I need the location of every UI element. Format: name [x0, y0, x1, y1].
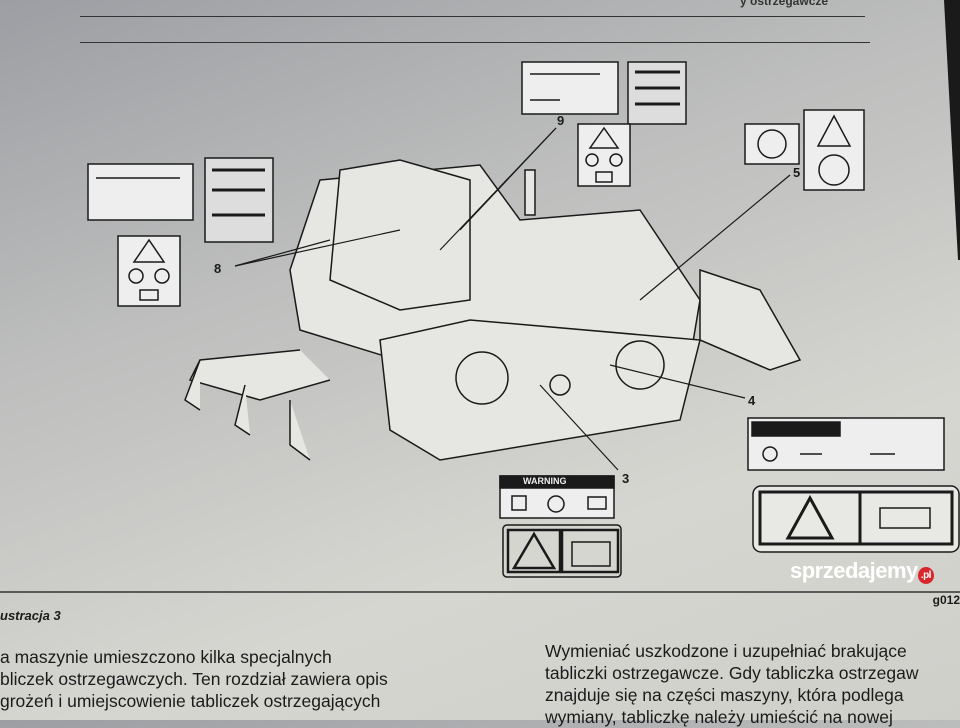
callout-8: 8 [214, 261, 222, 276]
label-decal-top-left [521, 61, 619, 115]
text-line: Wymieniać uszkodzone i uzupełniać brakuj… [545, 641, 907, 661]
callout-leaders [234, 127, 791, 471]
text-line: wymiany, tabliczkę należy umieścić na no… [545, 707, 893, 727]
label-warning-triangle-top [577, 123, 631, 187]
label-no-entry-right [744, 109, 865, 191]
watermark-text: sprzedajemy [790, 558, 918, 583]
text-line: znajduje się na części maszyny, która po… [545, 685, 904, 705]
callout-3: 3 [622, 471, 630, 486]
label-control-panel [747, 417, 945, 471]
text-line: bliczek ostrzegawczych. Ten rozdział zaw… [0, 669, 388, 689]
watermark-suffix: .pl [917, 567, 934, 584]
bulldozer-safety-label-diagram [0, 61, 960, 593]
label-decal-left [87, 157, 274, 307]
label-triangle-manual [752, 485, 960, 553]
callout-9: 9 [557, 113, 565, 128]
figure-caption: ustracja 3 [0, 608, 61, 623]
left-column-text: a maszynie umieszczono kilka specjalnych… [0, 646, 388, 712]
label-decal-text-top [627, 61, 687, 125]
text-line: grożeń i umiejscowienie tabliczek ostrze… [0, 691, 381, 711]
callout-5: 5 [793, 165, 801, 180]
label-warning-group [499, 475, 622, 578]
bulldozer-drawing [184, 159, 802, 461]
watermark: sprzedajemy.pl [790, 558, 934, 589]
header-rule-bottom [80, 42, 870, 43]
text-line: a maszynie umieszczono kilka specjalnych [0, 647, 332, 667]
running-title: y ostrzegawcze [740, 0, 829, 8]
header-rule-top [80, 16, 865, 17]
warning-label-text: WARNING [523, 476, 567, 486]
figure-id: g012 [932, 593, 960, 607]
right-column-text: Wymieniać uszkodzone i uzupełniać brakuj… [545, 640, 918, 728]
callout-4: 4 [748, 393, 756, 408]
text-line: tabliczki ostrzegawcze. Gdy tabliczka os… [545, 663, 919, 683]
